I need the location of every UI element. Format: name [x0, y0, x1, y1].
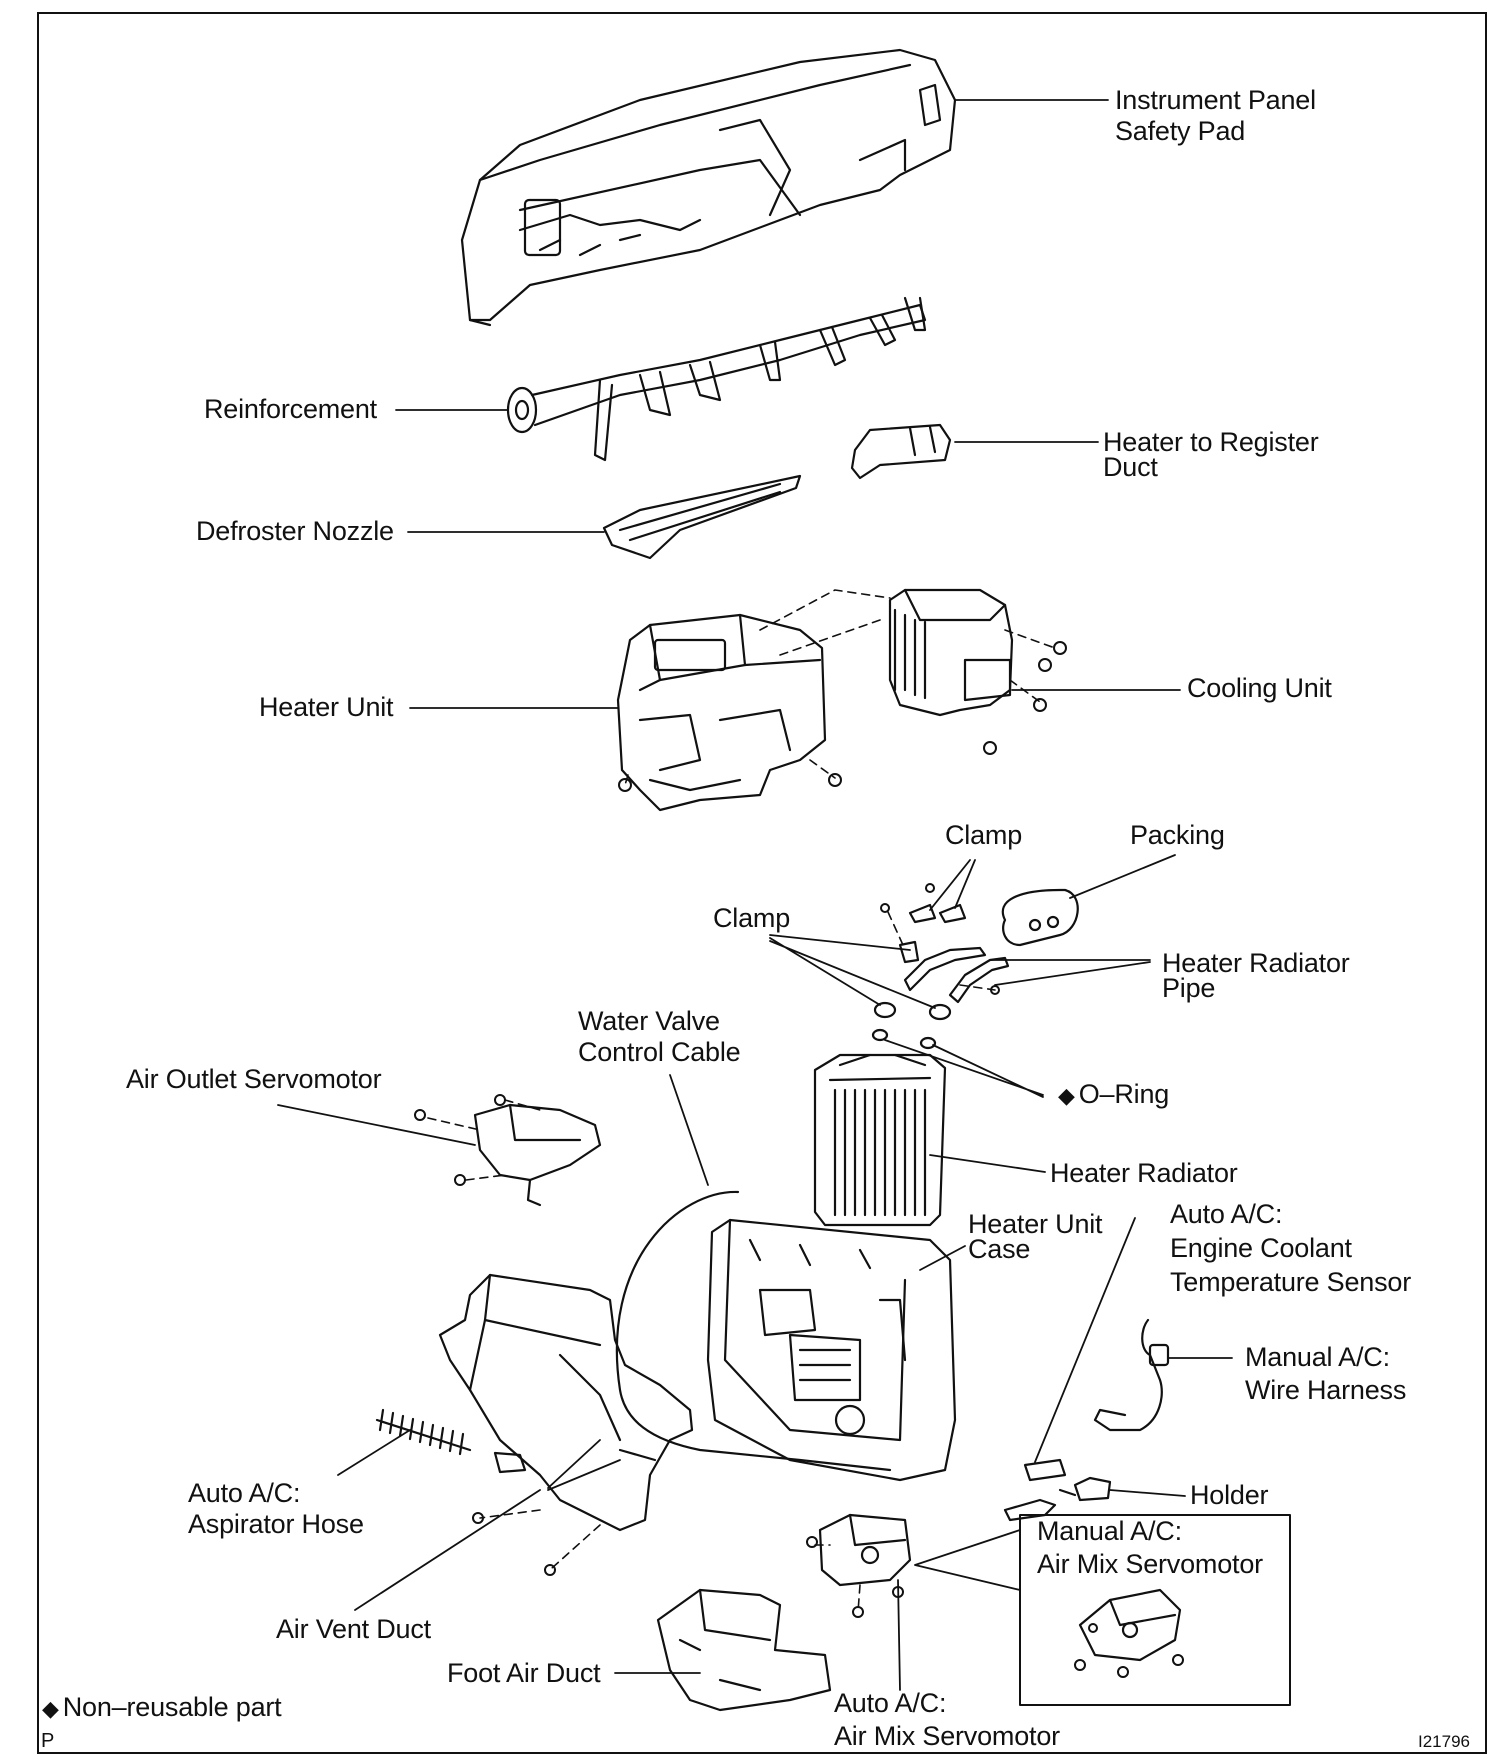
diagram-frame — [37, 12, 1487, 1754]
clamps-pipes-part — [871, 903, 1010, 1050]
water-valve-cable — [615, 1190, 892, 1472]
diamond-marker: ◆ — [42, 1696, 59, 1721]
label-defroster-nozzle: Defroster Nozzle — [196, 516, 394, 546]
manual-air-mix-servomotor-part — [1078, 1588, 1182, 1662]
auto-air-mix-servomotor-part — [818, 1513, 912, 1587]
label-cooling-unit: Cooling Unit — [1187, 673, 1332, 703]
foot-air-duct-part — [656, 1588, 832, 1712]
label-heater-radiator: Heater Radiator — [1050, 1158, 1238, 1188]
instrument-panel-part — [460, 48, 957, 327]
label-wire-harness: Manual A/C:Wire Harness — [1245, 1342, 1407, 1405]
reinforcement-part — [506, 296, 927, 462]
heater-radiator-part — [813, 1053, 947, 1227]
legend-non-reusable: ◆Non–reusable part — [42, 1692, 282, 1722]
label-o-ring: ◆O–Ring — [1058, 1079, 1170, 1109]
label-holder: Holder — [1190, 1480, 1269, 1510]
label-reinforcement: Reinforcement — [204, 394, 377, 424]
wire-harness-part — [1093, 1318, 1170, 1432]
label-auto-air-mix: Auto A/C:Air Mix Servomotor — [834, 1688, 1060, 1751]
label-clamp-top: Clamp — [945, 820, 1023, 850]
label-air-outlet-servomotor: Air Outlet Servomotor — [126, 1064, 382, 1094]
heater-unit-case-part — [706, 1218, 957, 1482]
register-duct-part — [850, 423, 952, 480]
label-aspirator-hose: Auto A/C:Aspirator Hose — [188, 1478, 364, 1539]
label-clamp-left: Clamp — [713, 903, 791, 933]
assembly-dashed-lines — [427, 589, 1056, 1613]
diamond-marker: ◆ — [1058, 1083, 1075, 1108]
label-heater-unit: Heater Unit — [259, 692, 394, 722]
packing-part — [1001, 888, 1079, 947]
coolant-sensor-holder-part — [1003, 1458, 1112, 1522]
cooling-unit-part — [888, 588, 1014, 717]
label-packing: Packing — [1130, 820, 1225, 850]
figure-id: I21796 — [1418, 1732, 1470, 1751]
label-air-vent-duct: Air Vent Duct — [276, 1614, 431, 1644]
label-foot-air-duct: Foot Air Duct — [447, 1658, 601, 1688]
air-vent-duct-part — [438, 1273, 694, 1532]
leader-lines — [277, 99, 1233, 1691]
label-manual-air-mix: Manual A/C:Air Mix Servomotor — [1037, 1516, 1263, 1579]
aspirator-hose-part — [375, 1408, 527, 1474]
heater-unit-part — [616, 613, 827, 812]
screws — [414, 641, 1184, 1678]
manual-air-mix-inset-box — [1019, 1514, 1291, 1706]
air-outlet-servomotor-part — [473, 1103, 602, 1207]
corner-mark: P — [41, 1730, 55, 1752]
defroster-nozzle-part — [602, 474, 802, 560]
